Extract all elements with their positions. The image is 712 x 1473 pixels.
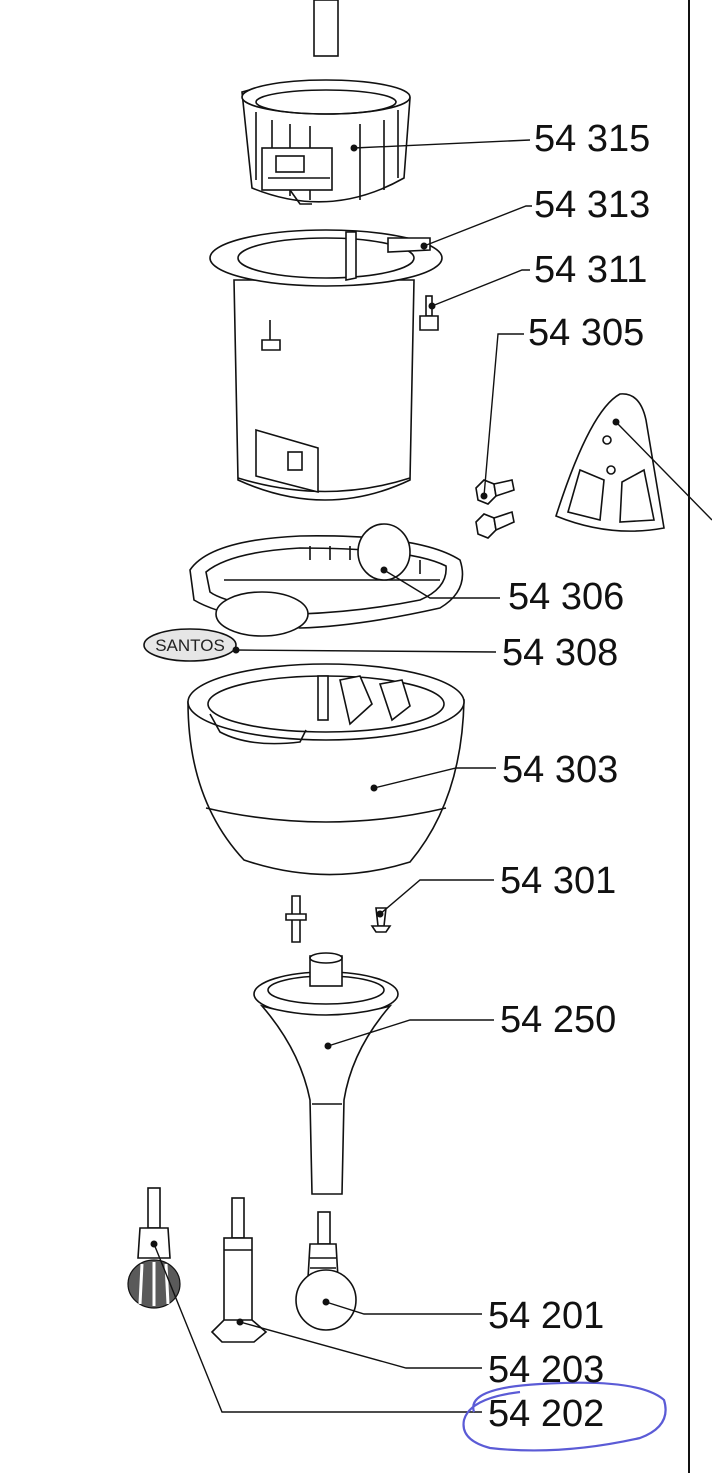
label-54311: 54 311 (534, 249, 647, 291)
top-shaft (313, 0, 339, 57)
label-54201: 54 201 (488, 1295, 604, 1337)
label-54306: 54 306 (508, 576, 624, 618)
label-54303: 54 303 (502, 749, 618, 791)
part-54306-drawing (189, 523, 464, 637)
part-54203-drawing (210, 1197, 268, 1343)
label-54203: 54 203 (488, 1349, 604, 1391)
highlight-circle (462, 1381, 667, 1452)
part-54313-drawing (209, 229, 443, 501)
label-54308: 54 308 (502, 632, 618, 674)
shield-plate-drawing (555, 393, 665, 532)
part-54315-drawing (241, 79, 411, 205)
part-54301-drawing (285, 895, 392, 943)
brand-plate-text: SANTOS (155, 636, 225, 655)
part-54308-drawing: SANTOS (143, 628, 237, 662)
part-54201-drawing (295, 1211, 357, 1331)
part-54311-drawing (419, 295, 439, 331)
part-labels: 54 315 54 313 54 311 54 305 54 306 54 30… (488, 118, 650, 1435)
leader-lines (150, 139, 712, 1413)
part-54250-drawing (253, 952, 399, 1195)
label-54313: 54 313 (534, 184, 650, 226)
label-54202: 54 202 (488, 1393, 604, 1435)
label-54301: 54 301 (500, 860, 616, 902)
label-54315: 54 315 (534, 118, 650, 160)
part-54303-drawing (187, 663, 465, 876)
part-54305-drawing (475, 479, 515, 539)
label-54250: 54 250 (500, 999, 616, 1041)
label-54305: 54 305 (528, 312, 644, 354)
